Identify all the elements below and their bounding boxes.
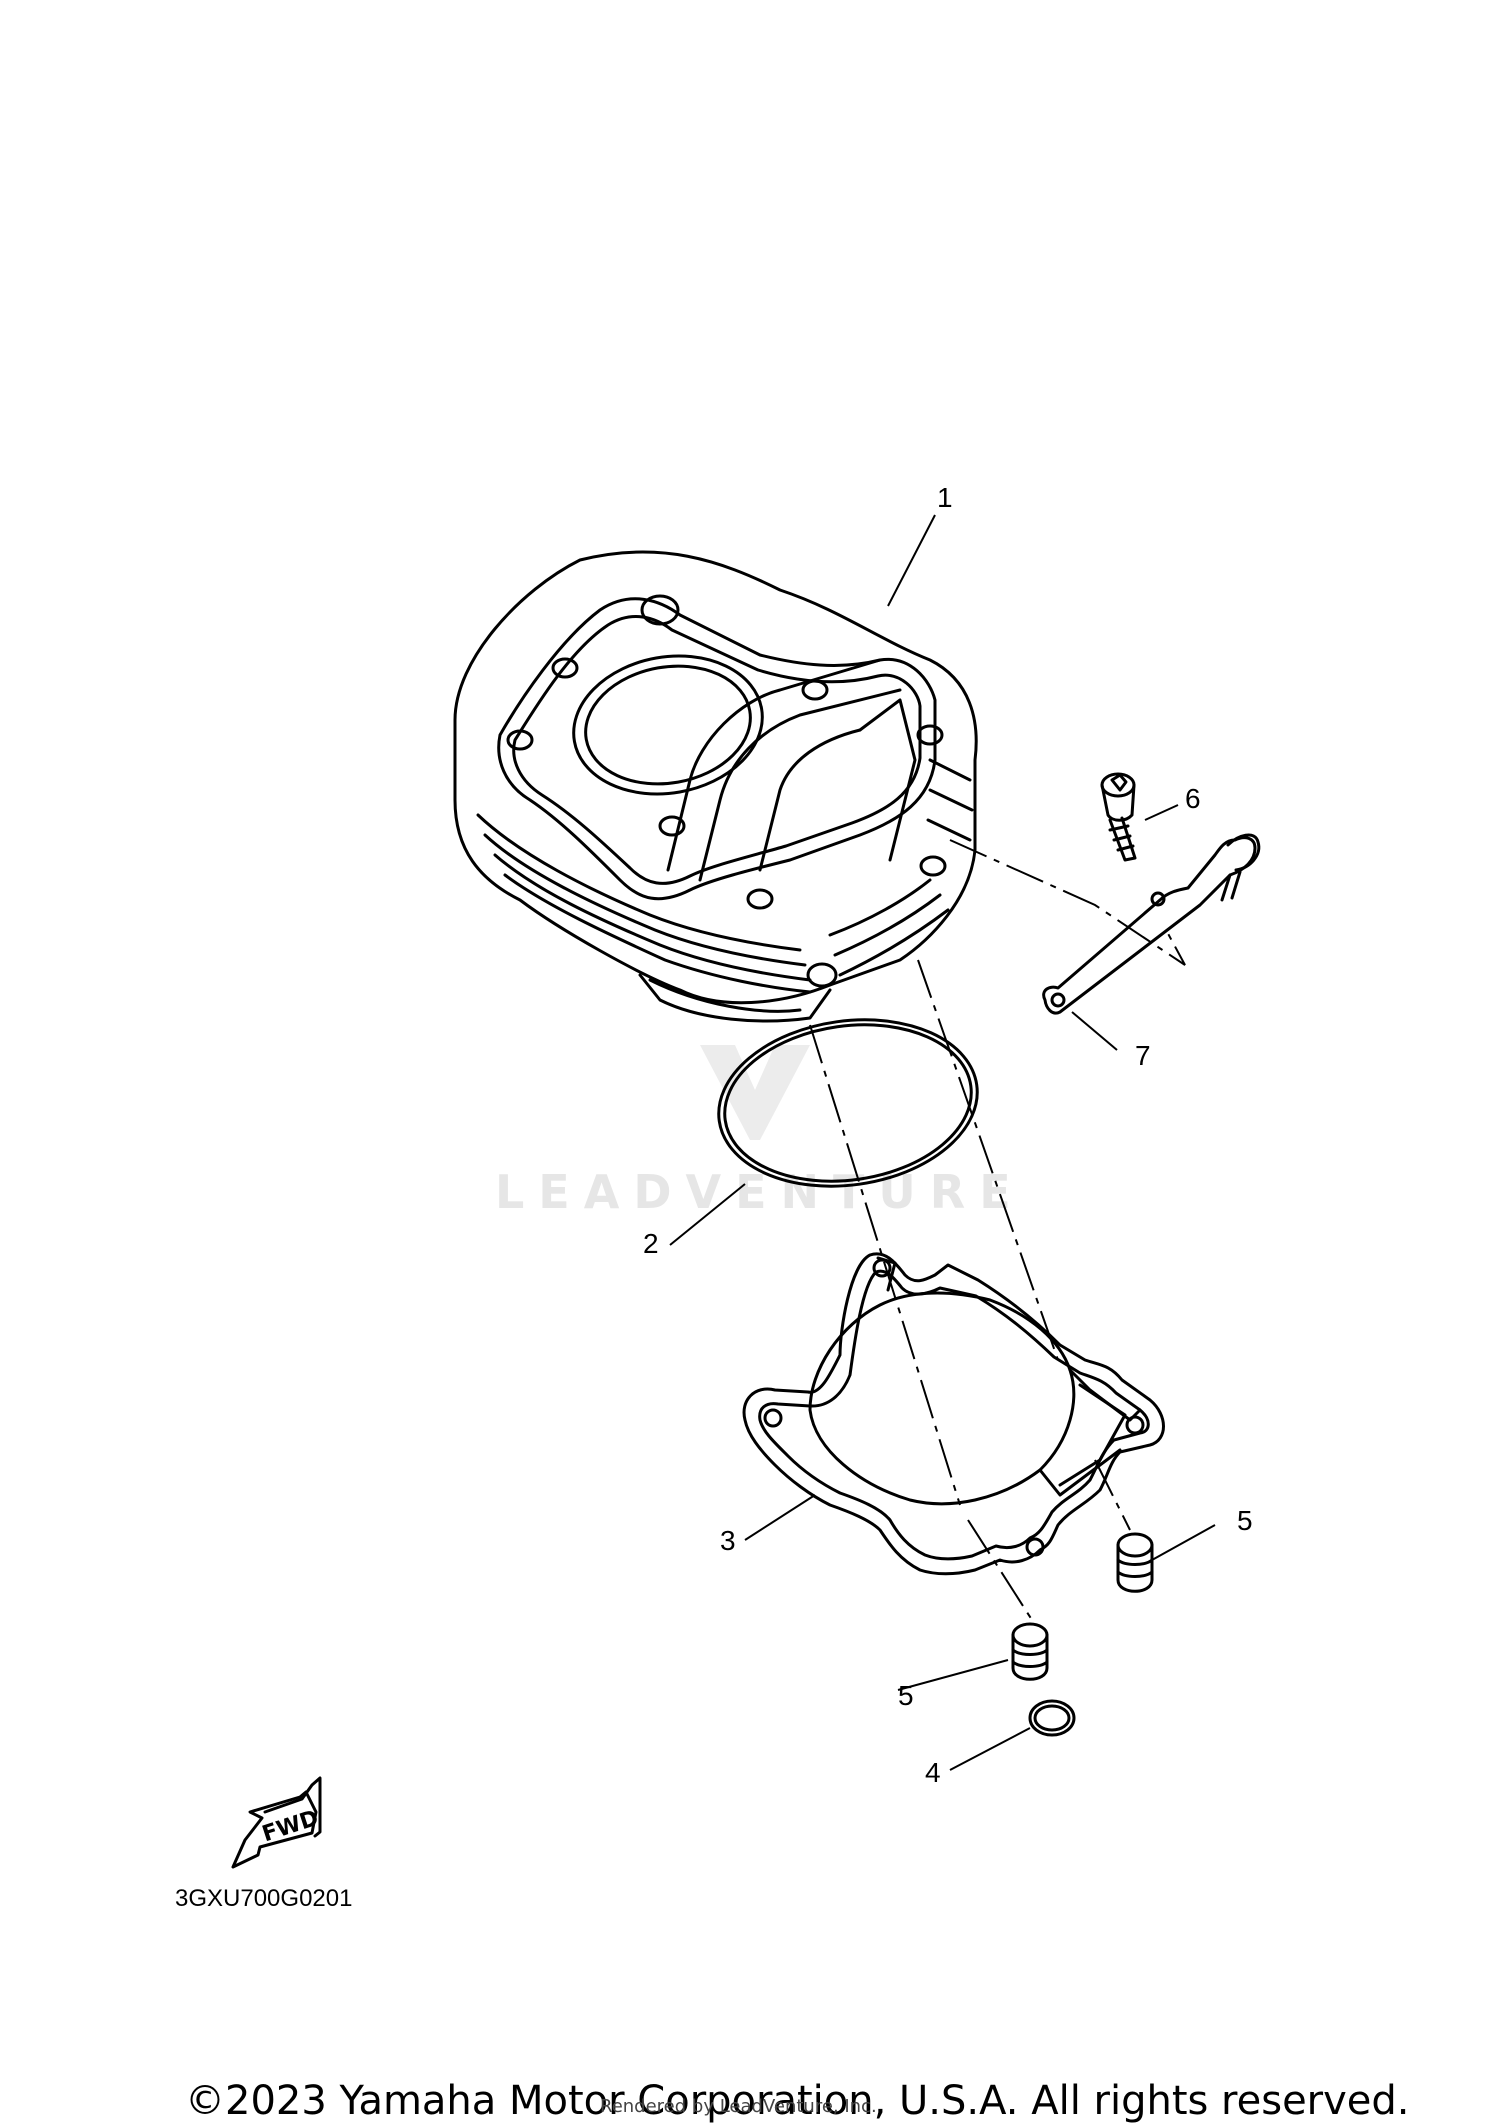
- dowel-pin-part-right: [1116, 1532, 1154, 1593]
- o-ring-part: [717, 1018, 979, 1188]
- watermark: LEADVENTURE: [495, 1045, 1025, 1219]
- fwd-arrow-icon: [231, 1776, 322, 1869]
- callout-4: 4: [925, 1757, 941, 1788]
- callout-7: 7: [1135, 1040, 1151, 1071]
- leader-line-5a: [897, 1659, 1009, 1691]
- bracket-part: [1042, 833, 1261, 1015]
- cylinder-part: [453, 550, 978, 1023]
- leader-line-4: [949, 1727, 1031, 1771]
- callout-2: 2: [643, 1228, 659, 1259]
- callout-5-right: 5: [1237, 1505, 1253, 1536]
- leader-line-1: [887, 514, 936, 607]
- rendered-by-note: Rendered by LeadVenture, Inc.: [600, 2096, 877, 2117]
- leader-line-3: [744, 1494, 816, 1541]
- callout-1: 1: [937, 482, 953, 513]
- small-o-ring-part: [1028, 1699, 1076, 1737]
- dowel-pin-part-left: [1011, 1622, 1049, 1681]
- base-gasket-part: [742, 1252, 1165, 1576]
- bolt-part: [1100, 772, 1137, 862]
- diagram-code: 3GXU700G0201: [175, 1885, 352, 1912]
- leader-line-7: [1071, 1011, 1118, 1051]
- callout-5-left: 5: [898, 1680, 914, 1711]
- watermark-text: LEADVENTURE: [495, 1165, 1025, 1219]
- leader-line-6: [1144, 804, 1179, 821]
- callout-6: 6: [1185, 783, 1201, 814]
- callout-3: 3: [720, 1525, 736, 1556]
- leader-line-2: [669, 1183, 746, 1246]
- leader-line-5b: [1151, 1524, 1216, 1561]
- copyright-notice: ©2023 Yamaha Motor Corporation, U.S.A. A…: [185, 2078, 1410, 2124]
